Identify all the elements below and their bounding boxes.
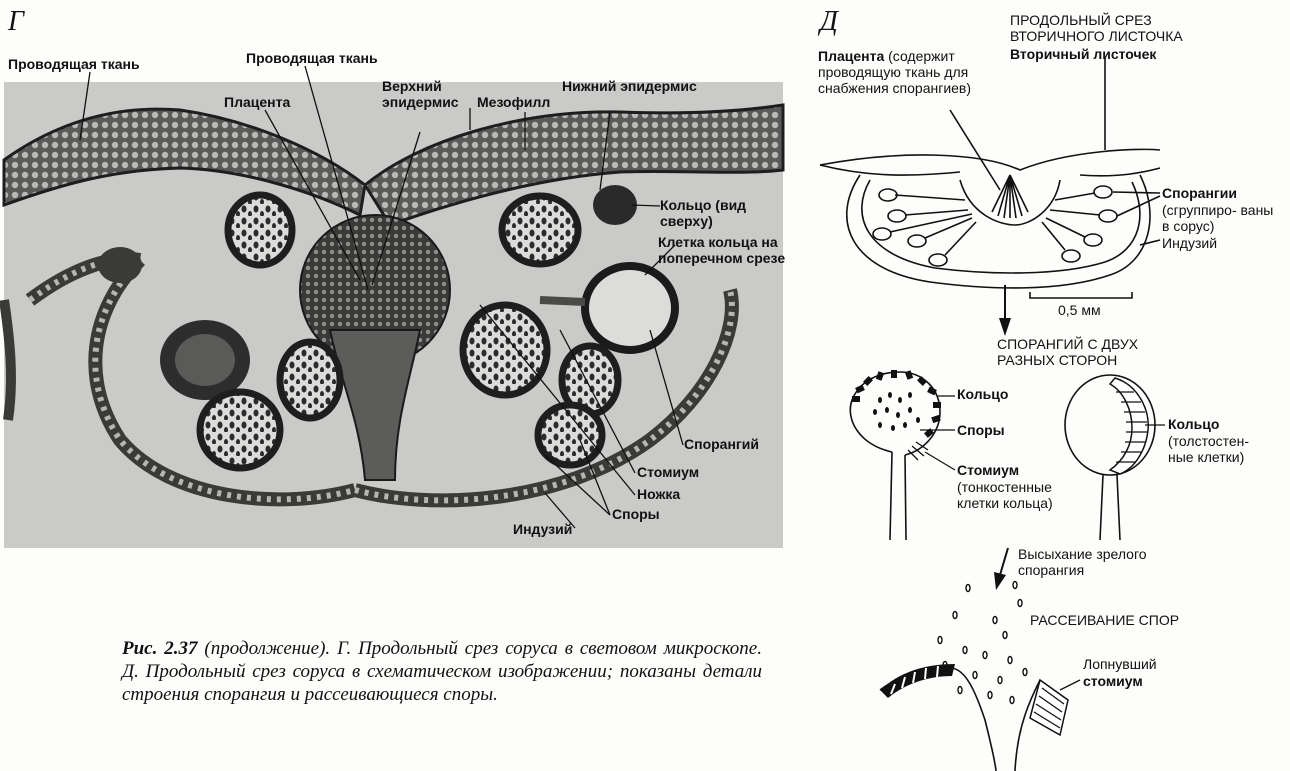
label-drying: Высыхание зрелого спорангия <box>1018 546 1193 578</box>
label-stomium: Стомиум <box>637 464 699 480</box>
caption-figure-number: Рис. 2.37 <box>122 638 198 659</box>
label-scale: 0,5 мм <box>1058 302 1101 318</box>
label-spores-left: Споры <box>957 422 1005 438</box>
sporangium-micro-5 <box>463 305 547 395</box>
label-indusium: Индузий <box>513 521 572 537</box>
sporangium-micro-2 <box>228 195 292 265</box>
figure-caption: Рис. 2.37 (продолжение). Г. Продольный с… <box>122 637 762 706</box>
label-sporangia-desc: (сгруппиро- ваны в сорус) <box>1162 202 1278 234</box>
label-placenta: Плацента <box>224 94 290 110</box>
label-section-title: ПРОДОЛЬНЫЙ СРЕЗ ВТОРИЧНОГО ЛИСТОЧКА <box>1010 12 1250 44</box>
label-upper-epidermis: Верхний эпидермис <box>382 78 468 110</box>
label-spores: Споры <box>612 506 660 522</box>
sporangium-open <box>585 266 675 350</box>
label-ring-top-view: Кольцо (вид сверху) <box>660 197 780 229</box>
label-mesophyll: Мезофилл <box>477 94 550 110</box>
label-burst: Лопнувший <box>1083 656 1157 672</box>
panel-d-letter: Д <box>820 6 838 38</box>
label-stomium-desc: (тонкостенные клетки кольца) <box>957 479 1092 511</box>
label-sporangia: Спорангии <box>1162 185 1237 201</box>
label-placenta-desc: Плацента (содержит проводящую ткань для … <box>818 48 1028 96</box>
label-ring-right-desc: (толстостен- ные клетки) <box>1168 433 1268 465</box>
label-stomium-bold: Стомиум <box>957 462 1019 478</box>
label-two-sides: СПОРАНГИЙ С ДВУХ РАЗНЫХ СТОРОН <box>997 336 1187 368</box>
label-placenta-bold: Плацента <box>818 48 884 64</box>
caption-text: (продолжение). Г. Продольный срез соруса… <box>122 638 762 705</box>
label-lower-epidermis: Нижний эпидермис <box>562 78 697 94</box>
label-burst-stomium: стомиум <box>1083 673 1143 689</box>
label-ring-right: Кольцо <box>1168 416 1219 432</box>
label-ring-left: Кольцо <box>957 386 1008 402</box>
label-sporangium: Спорангий <box>684 436 759 452</box>
label-vascular-center: Проводящая ткань <box>246 50 378 66</box>
label-ring-cell: Клетка кольца на поперечном срезе <box>658 234 818 266</box>
sporangium-micro-3 <box>200 392 280 468</box>
label-secondary-leaflet: Вторичный листочек <box>1010 46 1156 62</box>
label-indusium-schematic: Индузий <box>1162 235 1217 251</box>
sporangium-micro-4 <box>502 196 578 264</box>
label-dispersal: РАССЕИВАНИЕ СПОР <box>1030 612 1179 628</box>
label-vascular-left: Проводящая ткань <box>8 56 140 72</box>
label-stalk: Ножка <box>637 486 680 502</box>
